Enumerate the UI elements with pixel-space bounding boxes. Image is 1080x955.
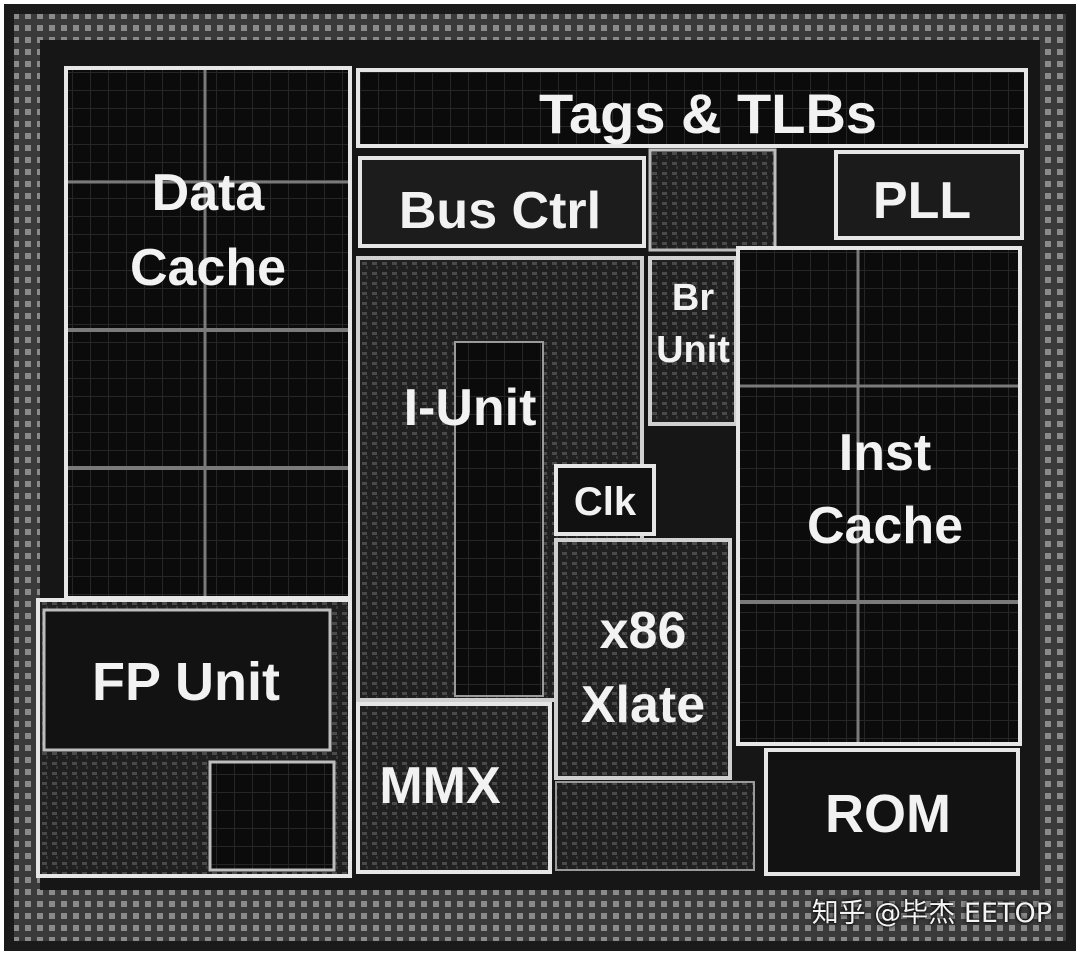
clk-block: Clk [554,464,656,536]
data-cache-label-line2: Cache [130,239,286,297]
x86-xlate-label-line1: x86 [600,602,687,660]
pll-block: PLL [834,150,1024,240]
pll-label: PLL [873,172,971,230]
data-cache-label-line1: Data [152,164,266,222]
data-cache-block: Data Cache [64,66,352,600]
br-unit-block: Br Unit [648,256,738,426]
logic-strip [648,148,777,252]
rom-label: ROM [825,784,951,844]
bus-ctrl-label: Bus Ctrl [399,182,601,240]
fp-unit-label: FP Unit [92,652,280,712]
inst-cache-label-line2: Cache [807,497,963,555]
logic-strip-lower [555,781,755,871]
mmx-label: MMX [379,757,501,815]
tags-tlbs-label: Tags & TLBs [539,82,877,145]
inst-cache-block: Inst Cache [736,246,1022,746]
tags-tlbs-block: Tags & TLBs [356,68,1028,148]
bus-ctrl-block: Bus Ctrl [358,156,646,248]
watermark: 知乎 @毕杰 EETOP [811,898,1052,929]
x86-xlate-label-line2: Xlate [581,676,705,734]
fp-unit-block: FP Unit [36,598,352,878]
inst-cache-label-line1: Inst [839,424,931,482]
x86-xlate-block: x86 Xlate [554,538,732,780]
clk-label: Clk [574,480,637,524]
mmx-block: MMX [356,702,552,874]
br-unit-label-line2: Unit [656,329,730,371]
rom-block: ROM [764,748,1020,876]
i-unit-label: I-Unit [404,379,537,437]
br-unit-label-line1: Br [672,277,714,319]
